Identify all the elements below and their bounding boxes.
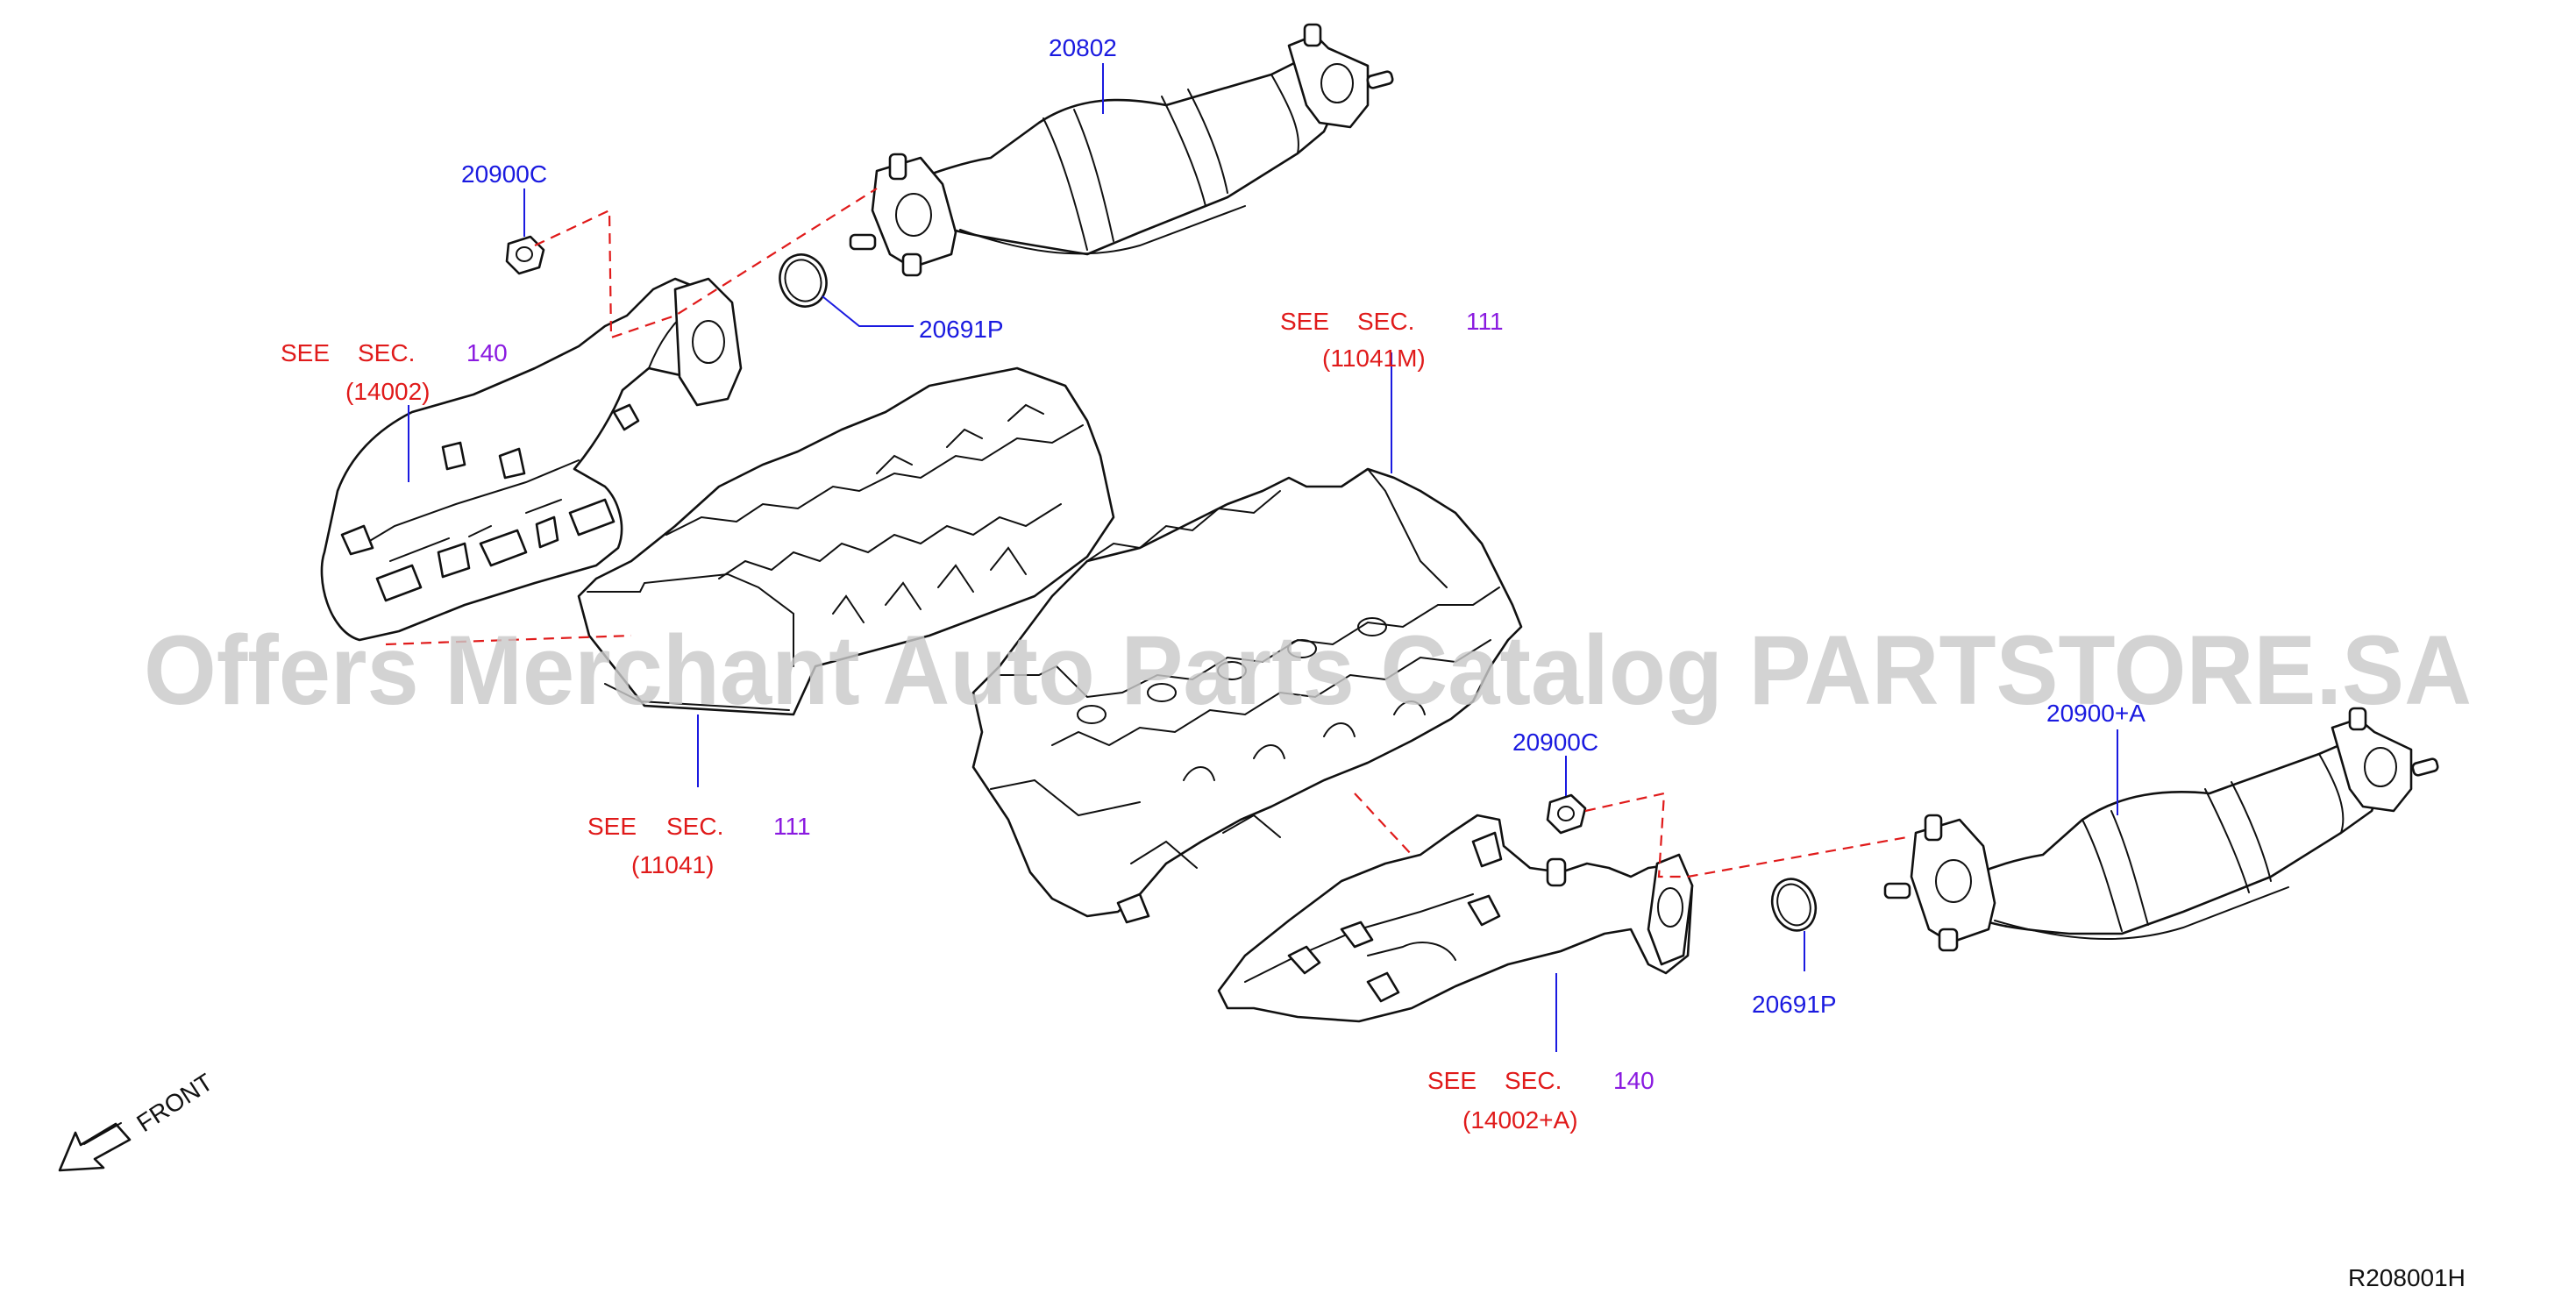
front-arrow-hatch — [83, 1122, 122, 1145]
reference-head-right[interactable]: SEE SEC. 111 (11041M) — [1280, 308, 1504, 372]
front-arrow-icon — [58, 1122, 132, 1172]
reference-manifold-left[interactable]: SEE SEC. 140 (14002) — [281, 339, 508, 405]
reference-sec: SEC. — [1505, 1067, 1562, 1094]
assembly-line-upper — [534, 188, 878, 339]
reference-manifold-right[interactable]: SEE SEC. 140 (14002+A) — [1427, 1067, 1654, 1134]
gasket-upper[interactable] — [772, 248, 833, 313]
reference-part: (14002+A) — [1462, 1106, 1578, 1134]
catalytic-converter-upper[interactable] — [849, 23, 1394, 277]
exhaust-manifold-right[interactable] — [1217, 814, 1694, 1023]
reference-see: SEE — [1427, 1067, 1477, 1094]
reference-sec: SEC. — [358, 339, 415, 366]
assembly-line-lower-head — [1354, 793, 1413, 856]
gasket-upper-inner — [784, 259, 822, 302]
reference-section: 140 — [466, 339, 508, 366]
gasket-lower-inner — [1776, 883, 1811, 927]
diagram-code: R208001H — [2348, 1264, 2466, 1291]
reference-part: (11041) — [631, 851, 714, 878]
reference-part: (14002) — [345, 378, 431, 405]
callout-nut-lower[interactable]: 20900C — [1512, 729, 1598, 756]
exhaust-manifold-left[interactable] — [320, 277, 743, 642]
assembly-line-lower — [1584, 792, 1908, 878]
callout-gasket-upper[interactable]: 20691P — [919, 316, 1004, 343]
reference-part: (11041M) — [1322, 345, 1426, 372]
flange-nut-lower[interactable] — [1546, 793, 1587, 835]
cylinder-head-left[interactable] — [577, 366, 1115, 716]
cylinder-head-right[interactable] — [971, 467, 1523, 924]
reference-head-left[interactable]: SEE SEC. 111 (11041) — [587, 813, 811, 878]
callout-gasket-lower[interactable]: 20691P — [1752, 991, 1837, 1018]
flange-nut-upper[interactable] — [505, 235, 545, 275]
watermark-text: Offers Merchant Auto Parts Catalog PARTS… — [144, 615, 2472, 725]
front-indicator: FRONT — [58, 1069, 217, 1172]
callout-catalytic-converter-upper[interactable]: 20802 — [1049, 34, 1117, 61]
reference-sec: SEC. — [666, 813, 723, 840]
catalytic-converter-lower[interactable] — [1883, 707, 2439, 952]
front-label: FRONT — [132, 1069, 217, 1138]
leader-20691p-upper — [822, 295, 914, 327]
reference-see: SEE — [587, 813, 637, 840]
reference-section: 111 — [1466, 308, 1504, 335]
gasket-lower[interactable] — [1765, 873, 1823, 937]
reference-sec: SEC. — [1357, 308, 1414, 335]
reference-see: SEE — [1280, 308, 1329, 335]
reference-section: 111 — [773, 813, 811, 840]
callout-catalytic-converter-lower[interactable]: 20900+A — [2046, 700, 2145, 727]
reference-see: SEE — [281, 339, 330, 366]
assembly-line-upper-head — [385, 634, 632, 646]
reference-section: 140 — [1613, 1067, 1654, 1094]
callout-nut-upper[interactable]: 20900C — [461, 160, 547, 188]
